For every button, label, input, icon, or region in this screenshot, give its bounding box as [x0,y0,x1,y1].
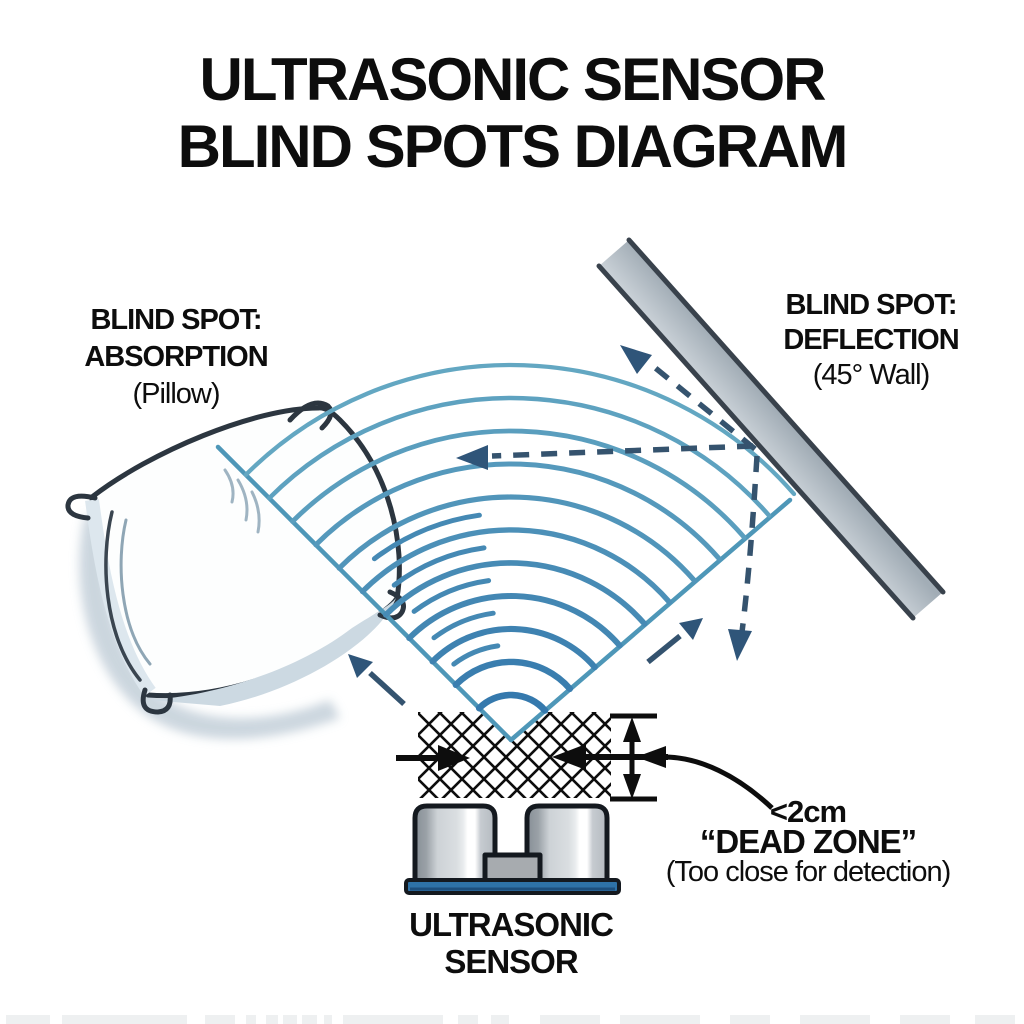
sensor-caption-line1: ULTRASONIC [409,906,614,943]
wave-fan [215,362,797,743]
deflection-label-line2: DEFLECTION [783,324,959,356]
deflection-dashed-arrows [491,359,760,633]
dead-zone-leader-curve [663,754,774,810]
deflected-left-arrow [491,443,754,459]
pillow-illustration [65,400,406,740]
absorption-label: BLIND SPOT: ABSORPTION (Pillow) [36,302,316,413]
deflection-arrowheads [456,345,752,661]
deflection-label-line3: (45° Wall) [812,359,931,391]
page-title: ULTRASONIC SENSOR BLIND SPOTS DIAGRAM [0,46,1024,180]
dead-zone-label-line2: “DEAD ZONE” [699,823,917,860]
wall-illustration [596,237,946,621]
dead-zone-label-line3: (Too close for detection) [665,856,951,888]
deflection-label: BLIND SPOT: DEFLECTION (45° Wall) [731,288,1011,393]
sensor-caption-line2: SENSOR [444,943,578,980]
deflection-label-line1: BLIND SPOT: [785,289,957,321]
absorption-label-line1: BLIND SPOT: [90,304,262,336]
deflected-upleft-arrow [646,359,757,452]
page-title-line2: BLIND SPOTS DIAGRAM [177,113,849,180]
emission-arrows [348,618,703,707]
sensor-right-transducer [524,803,610,885]
sensor-caption: ULTRASONIC SENSOR [391,906,631,980]
sensor-base-board [404,878,621,895]
dead-zone-label-line1: <2cm [769,794,847,829]
sensor-center-component [482,852,543,885]
bottom-faint-strip [6,1015,1015,1024]
deflected-down-arrow [739,455,760,633]
page-title-line1: ULTRASONIC SENSOR [199,46,827,113]
sensor-left-transducer [412,803,498,885]
absorption-label-line3: (Pillow) [132,378,220,410]
sensor-illustration [404,803,621,895]
dead-zone-label: <2cm “DEAD ZONE” (Too close for detectio… [628,794,988,889]
dead-zone-measure [396,713,774,810]
absorption-label-line2: ABSORPTION [84,341,268,373]
